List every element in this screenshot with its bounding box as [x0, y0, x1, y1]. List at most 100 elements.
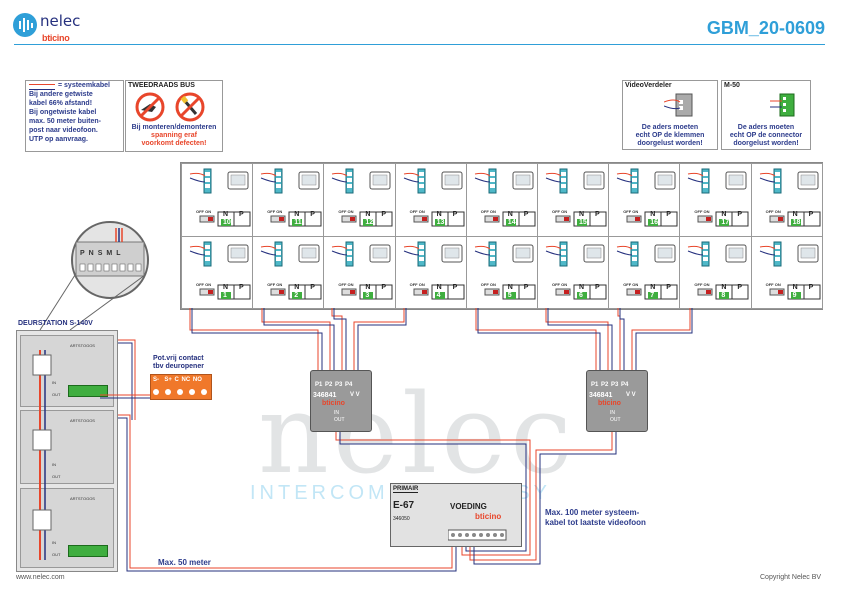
terminal-p-label: P: [452, 211, 458, 218]
videophone-icon: [403, 241, 465, 299]
videophone-icon: [617, 168, 678, 227]
distributor-2: [586, 370, 648, 432]
monitor-number: 18: [792, 219, 801, 226]
videophone-icon: [189, 168, 251, 227]
header-rule: [14, 44, 825, 45]
distributor-in: IN: [610, 410, 615, 416]
terminal-n-label: N: [294, 211, 300, 218]
monitor-number: 13: [436, 219, 445, 226]
distributor-out: OUT: [334, 417, 345, 423]
cable-icon: [29, 84, 55, 90]
monitor-number: 15: [579, 219, 587, 226]
distributor-out: OUT: [610, 417, 621, 423]
terminal-zoom-circle: [71, 221, 149, 299]
videophone-icon: [403, 168, 465, 227]
monitor-number: 3: [365, 291, 370, 299]
psu-primary: PRIMAIR: [393, 486, 419, 493]
terminal-p-label: P: [523, 283, 529, 291]
switch-label: OFF ON: [480, 209, 496, 214]
switch-label: OFF ON: [338, 209, 354, 214]
monitor-cell: OFF ON N P 11: [252, 163, 325, 237]
distributor-1: [310, 370, 372, 432]
monitor-number: 6: [579, 291, 583, 299]
door-in-label: IN: [52, 380, 56, 385]
terminal-n-label: N: [223, 283, 229, 291]
terminal-p-label: P: [239, 283, 244, 291]
video-distributor-icon: [664, 93, 693, 117]
bus-note-title: TWEEDRAADS BUS: [128, 82, 195, 89]
monitor-number: 9: [792, 291, 797, 299]
contact-screws: [153, 389, 207, 395]
m50-note-title: M-50: [724, 82, 740, 89]
terminal-p-label: P: [808, 211, 814, 218]
monitor-number: 10: [223, 219, 231, 226]
terminal-n-label: N: [579, 211, 585, 218]
m50-note-box: [721, 80, 811, 150]
switch-label: OFF ON: [267, 209, 283, 214]
terminal-n-label: N: [223, 211, 229, 218]
terminal-p-label: P: [666, 211, 671, 218]
terminal-n-label: N: [650, 211, 656, 218]
switch-label: OFF ON: [338, 281, 354, 287]
psu-voeding: VOEDING: [450, 502, 487, 511]
terminal-p-label: P: [737, 283, 743, 291]
monitor-number: 17: [721, 219, 730, 226]
monitor-cell: OFF ON N P 1: [181, 235, 254, 309]
distributor-model: 346841: [313, 392, 337, 399]
videophone-icon: [474, 168, 536, 227]
door-in-label: IN: [52, 540, 56, 545]
monitor-cell: OFF ON N P 17: [679, 163, 752, 237]
terminal-n-label: N: [294, 283, 300, 291]
door-terminal-block: [68, 385, 108, 397]
door-terminal-block: [68, 545, 108, 557]
video-note-box: [622, 80, 718, 150]
contact-title: Pot.vrij contact: [153, 355, 204, 362]
monitor-cell: OFF ON N P 9: [750, 235, 823, 309]
cable-note-line: post naar videofoon.: [29, 127, 98, 134]
max-100-label: kabel tot laatste videofoon: [545, 518, 646, 527]
max-50-label: Max. 50 meter: [158, 558, 211, 567]
cable-note-box: [25, 80, 124, 152]
videophone-icon: [759, 168, 821, 227]
distributor-ports: P1 P2 P3 P4: [315, 382, 353, 388]
bus-note-line: voorkomt defecten!: [141, 140, 207, 147]
terminal-n-label: N: [436, 211, 442, 218]
contact-terminal-labels: S- S+ C NC NO: [153, 377, 202, 383]
monitor-number: 7: [650, 291, 655, 299]
footer-copyright: Copyright Nelec BV: [760, 574, 822, 581]
door-in-label: IN: [52, 462, 56, 467]
no-plug-icon: [135, 92, 165, 122]
psu-model: E-67: [393, 500, 415, 511]
m50-connector-icon: [770, 93, 795, 117]
videophone-icon: [759, 241, 821, 299]
terminal-n-label: N: [579, 283, 585, 291]
cable-note-line: max. 50 meter buiten-: [29, 118, 101, 125]
door-out-label: OUT: [52, 552, 61, 557]
monitor-number: 16: [650, 219, 658, 226]
door-out-label: OUT: [52, 474, 61, 479]
terminal-p-label: P: [310, 211, 315, 218]
contact-title: tbv deuropener: [153, 363, 204, 370]
terminal-n-label: N: [792, 211, 798, 218]
switch-label: OFF ON: [694, 209, 710, 214]
terminal-p-label: P: [595, 211, 600, 218]
contact-module: [150, 374, 212, 400]
monitor-number: 5: [507, 291, 512, 299]
distributor-ports: P1 P2 P3 P4: [591, 382, 629, 388]
videophone-icon: [545, 241, 607, 299]
bus-note-box: [125, 80, 223, 152]
monitor-number: 4: [436, 291, 441, 299]
cable-note-line: Bij andere getwiste: [29, 91, 93, 98]
terminal-n-label: N: [721, 211, 727, 218]
video-note-line: echt OP de klemmen: [635, 132, 705, 139]
monitor-number: 1: [223, 291, 227, 299]
terminal-p-label: P: [310, 283, 315, 291]
videophone-icon: [474, 241, 536, 299]
distributor-brand: bticino: [322, 400, 345, 407]
bus-note-line: spanning eraf: [151, 132, 197, 139]
m50-note-line: De aders moeten: [737, 124, 795, 131]
